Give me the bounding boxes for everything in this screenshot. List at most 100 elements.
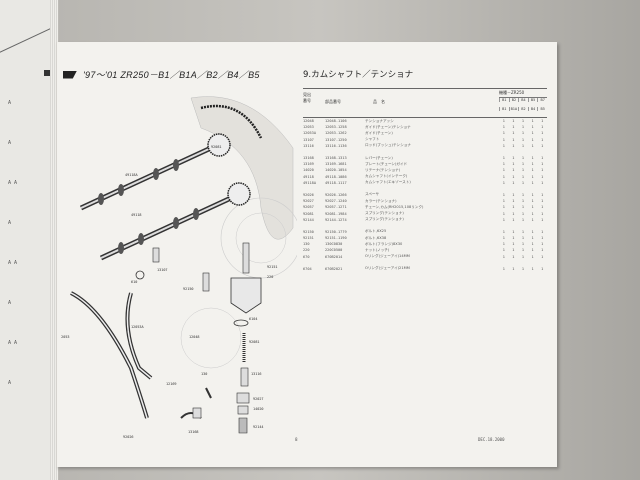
part-number: 92081-1984: [325, 211, 347, 216]
svg-text:49118A: 49118A: [125, 173, 139, 177]
intake-camshaft: [79, 133, 231, 211]
model-title: '97～'01 ZR250－B1／B1A／B2／B4／B5: [83, 70, 260, 80]
part-name: スペーサ: [365, 192, 380, 197]
quantity: 1: [541, 217, 544, 222]
quantity: 1: [521, 119, 525, 124]
ref-number: 670: [303, 254, 310, 259]
quantity: 1: [521, 125, 525, 130]
part-name: スプリング(テンショナ): [365, 217, 404, 222]
quantity: 1: [512, 125, 515, 130]
quantity: 1: [541, 168, 544, 173]
quantity: 1: [531, 254, 534, 259]
ref-number: 13116: [303, 143, 314, 148]
quantity: 1: [502, 168, 505, 173]
svg-text:12053A: 12053A: [131, 325, 145, 329]
model-codes: B1 B2 B4 B5 B7: [499, 98, 547, 102]
quantity: 1: [502, 217, 505, 222]
quantity: 1: [502, 162, 505, 167]
quantity: 1: [521, 131, 525, 136]
quantity: 1: [531, 119, 534, 124]
quantity: 1: [521, 137, 525, 142]
quantity: 1: [541, 131, 544, 136]
quantity: 1: [531, 137, 534, 142]
quantity: 1: [521, 248, 525, 253]
quantity: 1: [502, 131, 505, 136]
quantity: 1: [541, 143, 544, 148]
part-name: ロッド(プッシュ)テンショナ: [365, 143, 411, 148]
ref-number: 12053A: [303, 131, 316, 136]
quantity: 1: [531, 199, 534, 204]
quantity: 1: [531, 174, 534, 179]
quantity: 1: [512, 192, 515, 197]
part-name: Oリング(ジェーアイ)21MM: [365, 266, 410, 271]
part-number: 92027-1240: [325, 199, 347, 204]
ref-number: 13107: [303, 137, 314, 142]
kawasaki-logo-icon: [63, 70, 77, 79]
part-number: 49118-1117: [325, 180, 347, 185]
part-name: レバー(チェーン): [365, 155, 393, 160]
page-number: 8: [295, 437, 298, 442]
quantity: 1: [512, 119, 515, 124]
quantity: 1: [502, 248, 505, 253]
ref-number: 130: [303, 242, 310, 247]
quantity: 1: [541, 137, 544, 142]
quantity: 1: [502, 266, 505, 271]
quantity: 1: [512, 131, 515, 136]
exhaust-camshaft: [99, 182, 251, 261]
quantity: 1: [502, 125, 505, 130]
part-number: 92151-1190: [325, 236, 347, 241]
section-title: 9.カムシャフト／テンショナ: [303, 70, 414, 80]
svg-text:92144: 92144: [253, 425, 264, 429]
quantity: 1: [541, 229, 544, 234]
quantity: 1: [521, 168, 525, 173]
part-name: スプリング(テンショナ): [365, 211, 404, 216]
part-number: 220C0500: [325, 248, 343, 253]
svg-text:6104: 6104: [249, 317, 257, 321]
quantity: 1: [531, 125, 534, 130]
header-ref: 見出 番号: [303, 92, 311, 103]
ref-number: 13168: [303, 156, 314, 161]
quantity: 1: [531, 168, 534, 173]
quantity: 1: [541, 236, 544, 241]
quantity: 1: [502, 242, 505, 247]
quantity: 1: [502, 205, 505, 210]
svg-text:49118: 49118: [131, 213, 142, 217]
quantity: 1: [521, 174, 525, 179]
part-number: 13168-1313: [325, 156, 347, 161]
quantity: 1: [521, 236, 525, 241]
quantity: 1: [541, 266, 544, 271]
quantity: 1: [531, 192, 534, 197]
catalog-page: '97～'01 ZR250－B1／B1A／B2／B4／B5: [56, 42, 557, 467]
quantity: 1: [541, 242, 544, 247]
ref-number: 6704: [303, 266, 312, 271]
quantity: 1: [521, 217, 525, 222]
quantity: 1: [502, 211, 505, 216]
header-name: 品 名: [373, 99, 385, 104]
quantity: 1: [502, 229, 505, 234]
part-name: テンショナアッシ: [365, 118, 394, 123]
ref-number: 92057: [303, 205, 314, 210]
quantity: 1: [512, 266, 515, 271]
quantity: 1: [531, 236, 534, 241]
ref-number: 92026: [303, 192, 314, 197]
